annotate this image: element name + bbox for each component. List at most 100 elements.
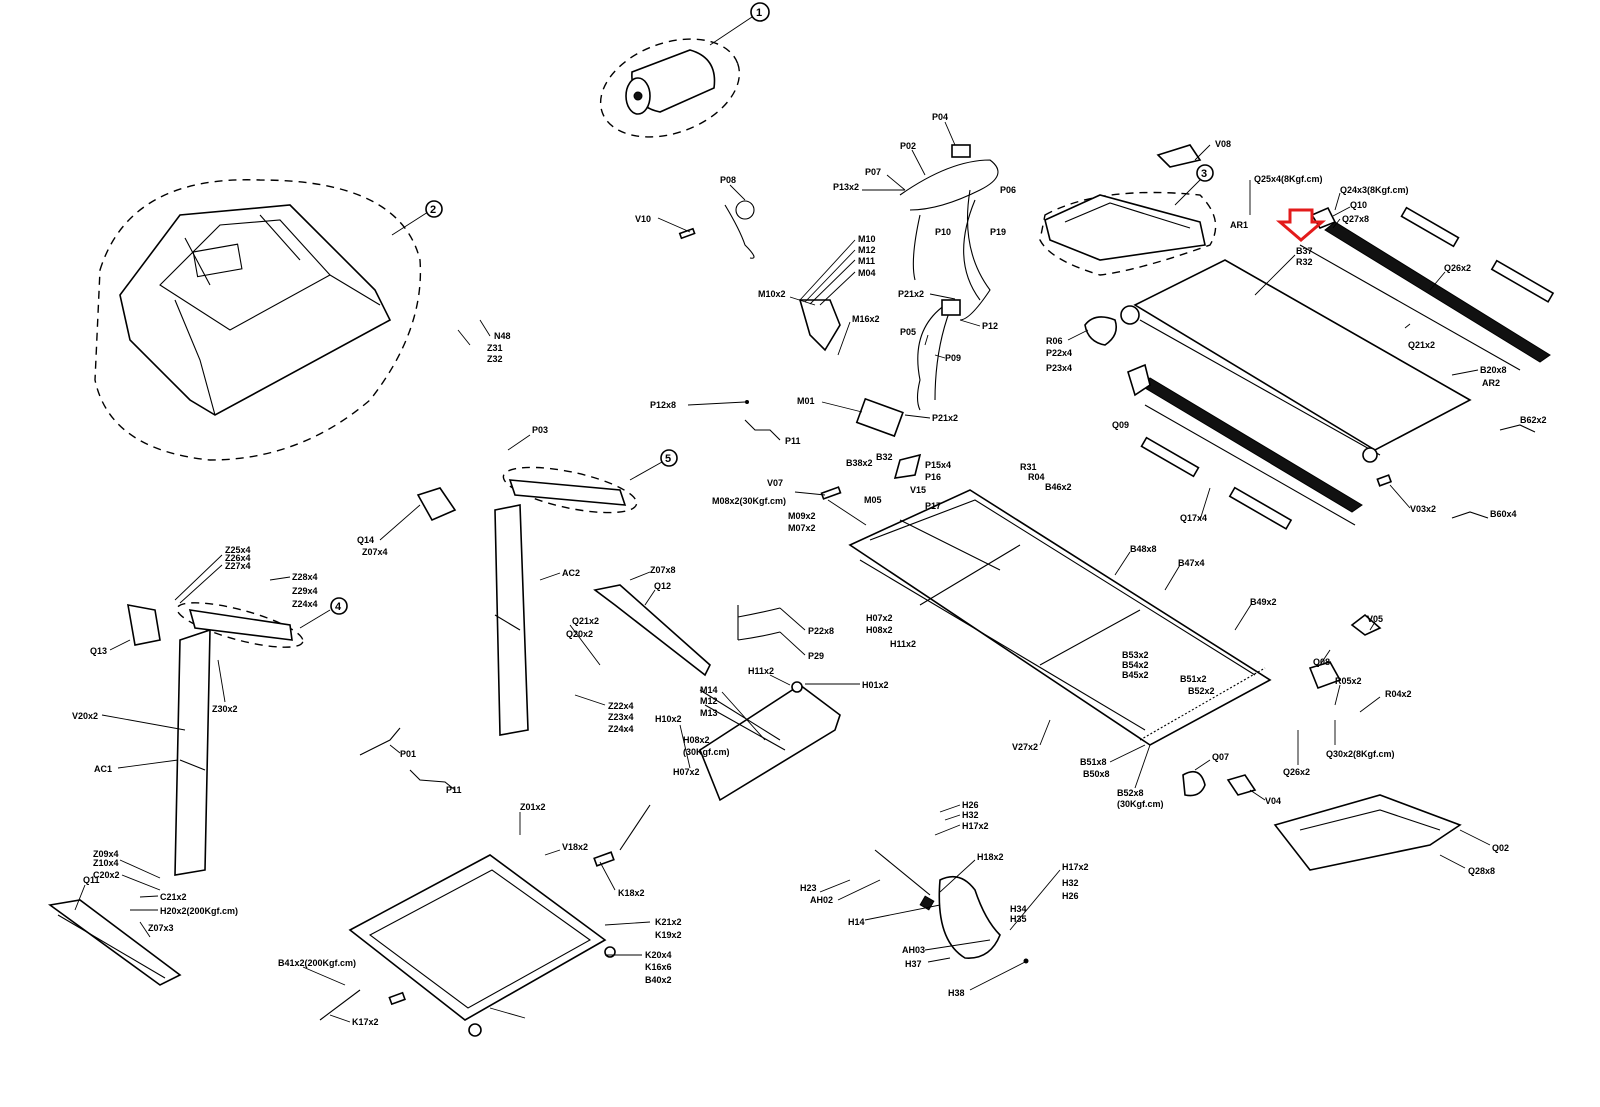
part-label: Q07 <box>1212 752 1229 762</box>
part-label: Z30x2 <box>212 704 238 714</box>
part-label: V20x2 <box>72 711 98 721</box>
part-label: K19x2 <box>655 930 682 940</box>
part-label: AH03 <box>902 945 925 955</box>
part-label: Z07x8 <box>650 565 676 575</box>
part-label: Q09 <box>1112 420 1129 430</box>
part-label: P22x8 <box>808 626 834 636</box>
callout-circle <box>660 449 678 467</box>
part-q08 <box>1308 661 1342 690</box>
part-label: H32 <box>962 810 979 820</box>
incline-group: H26 H32 H17x2 H18x2 H23 AH02 H14 H34 H35… <box>800 800 1089 998</box>
rear-base-q02 <box>1273 794 1462 871</box>
incline-bracket-ah03 <box>938 875 1001 959</box>
part-label: N48 <box>494 331 511 341</box>
handrail-boundary <box>502 466 638 514</box>
callout-number: 3 <box>1201 168 1207 180</box>
part-label: AH02 <box>810 895 833 905</box>
part-label: H07x2 <box>866 613 893 623</box>
part-label-highlighted: R32 <box>1296 257 1313 267</box>
part-label: Q27x8 <box>1342 214 1369 224</box>
part-label: (30Kgf.cm) <box>1117 799 1164 809</box>
callout-number: 5 <box>665 453 671 465</box>
part-v03 <box>1376 474 1393 487</box>
part-label: H08x2 <box>866 625 893 635</box>
strip <box>1140 436 1200 478</box>
part-label: K18x2 <box>618 888 645 898</box>
right-handrail-group: 5 P03 Q14 Z07x4 AC2 Q21x2 Q20x2 Z22x4 Z2… <box>357 425 711 736</box>
part-label: H32 <box>1062 878 1079 888</box>
part-label: Q08 <box>1313 657 1330 667</box>
part-q09 <box>1127 363 1151 397</box>
part-label: Z22x4 <box>608 701 634 711</box>
board-m01 <box>855 397 904 438</box>
part-label: Q12 <box>654 581 671 591</box>
part-label: Q11 <box>83 875 100 885</box>
part-label: P12x8 <box>650 400 676 410</box>
part-label: H26 <box>962 800 979 810</box>
part-label: (30Kgf.cm) <box>683 747 730 757</box>
part-label: P19 <box>990 227 1006 237</box>
part-label: P07 <box>865 167 881 177</box>
part-v07 <box>820 486 842 500</box>
console-group-boundary <box>94 179 422 461</box>
part-label: Z07x3 <box>148 923 174 933</box>
part-label: B46x2 <box>1045 482 1072 492</box>
part-label: B40x2 <box>645 975 672 985</box>
part-label: H26 <box>1062 891 1079 901</box>
part-label: Z31 <box>487 343 503 353</box>
cable-p08 <box>735 200 755 220</box>
left-handrail-group: 4 Z25x4 Z26x4 Z27x4 Z28x4 Z29x4 Z24x4 Q1… <box>72 545 348 876</box>
part-label: V10 <box>635 214 651 224</box>
frame-group: B38x2 B32 P15x4 P16 V15 P17 R31 R04 B46x… <box>655 452 1509 876</box>
part-label: Q25x4(8Kgf.cm) <box>1254 174 1323 184</box>
part-label: H38 <box>948 988 965 998</box>
part-label: P10 <box>935 227 951 237</box>
part-label: B41x2(200Kgf.cm) <box>278 958 356 968</box>
part-label: P23x4 <box>1046 363 1072 373</box>
part-label: C20x2 <box>93 870 120 880</box>
part-label: P11 <box>785 436 801 446</box>
part-label: Q14 <box>357 535 374 545</box>
part-label: H11x2 <box>890 639 916 649</box>
part-label: Z23x4 <box>608 712 634 722</box>
part-label: M08x2(30Kgf.cm) <box>712 496 786 506</box>
part-label: H17x2 <box>1062 862 1089 872</box>
part-label: P04 <box>932 112 948 122</box>
part-label: V03x2 <box>1410 504 1436 514</box>
part-label: Q26x2 <box>1283 767 1310 777</box>
part-label: Z10x4 <box>93 858 119 868</box>
part-label: P11 <box>446 785 462 795</box>
motor-cover-drawing <box>1044 194 1206 261</box>
part-label: M14 <box>700 685 718 695</box>
part-label: Z07x4 <box>362 547 388 557</box>
part-label: Z26x4 <box>225 553 251 563</box>
part-label: H01x2 <box>862 680 889 690</box>
electronics-group: P04 P02 P07 P13x2 P06 V10 P08 P10 P19 M1… <box>359 112 1016 795</box>
part-label: V05 <box>1367 614 1383 624</box>
part-slot <box>388 991 406 1006</box>
part-b32 <box>893 453 922 479</box>
part-label: B52x2 <box>1188 686 1215 696</box>
part-label: V27x2 <box>1012 742 1038 752</box>
part-label: H37 <box>905 959 922 969</box>
part-label: H11x2 <box>748 666 774 676</box>
connector-p12 <box>941 299 961 316</box>
part-label: B50x8 <box>1083 769 1110 779</box>
part-label: P03 <box>532 425 548 435</box>
part-label: Q21x2 <box>572 616 599 626</box>
part-label: P21x2 <box>932 413 958 423</box>
rear-roller <box>1362 447 1378 463</box>
callout-circle <box>1196 164 1214 182</box>
part-label: M10 <box>858 234 876 244</box>
part-label: V15 <box>910 485 926 495</box>
part-label: P02 <box>900 141 916 151</box>
side-rail-right <box>1324 221 1551 363</box>
part-label: P01 <box>400 749 416 759</box>
upright-ac2 <box>494 504 529 736</box>
strip <box>1228 486 1293 530</box>
part-label: H18x2 <box>977 852 1004 862</box>
part-label: R06 <box>1046 336 1063 346</box>
part-label: R31 <box>1020 462 1037 472</box>
part-label: Q20x2 <box>566 629 593 639</box>
part-label: M04 <box>858 268 876 278</box>
